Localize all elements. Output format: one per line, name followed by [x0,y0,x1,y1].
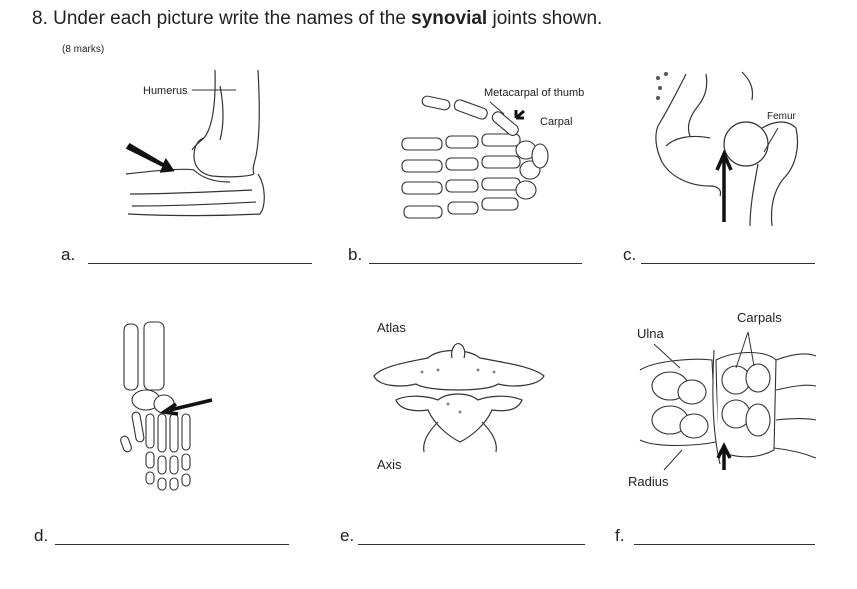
label-femur: Femur [767,111,796,122]
question-text-bold: synovial [411,8,488,29]
answer-line-b[interactable] [369,263,582,264]
ankle-joint-picture [112,318,222,494]
label-metacarpal-of-thumb: Metacarpal of thumb [484,87,585,99]
wrist-joint-picture [636,330,818,480]
letter-a: a. [61,245,76,264]
letter-c: c. [623,245,637,264]
marks-note: (8 marks) [62,44,105,55]
label-axis: Axis [377,457,402,472]
answer-line-c[interactable] [641,263,815,264]
question-text-before: Under each picture write the names of th… [53,8,406,29]
wrist-arrow [718,446,730,470]
label-carpal: Carpal [540,116,573,128]
question-text-after: joints shown. [492,8,603,29]
question-number: 8. [32,8,48,29]
elbow-joint-picture [120,66,270,226]
answer-line-a[interactable] [88,263,312,264]
letter-b: b. [348,245,363,264]
elbow-arrow [128,145,172,171]
label-atlas: Atlas [377,320,406,335]
question-heading: 8. Under each picture write the names of… [32,8,602,30]
ankle-arrow [164,400,212,414]
label-radius: Radius [628,474,669,489]
answer-line-d[interactable] [55,544,289,545]
label-carpals: Carpals [737,310,782,325]
letter-e: e. [340,526,355,545]
thumb-joint-picture [398,94,558,234]
letter-d: d. [34,526,49,545]
label-ulna: Ulna [637,326,664,341]
label-humerus: Humerus [143,85,188,97]
answer-line-f[interactable] [634,544,815,545]
carpal-arrow [516,110,524,118]
hip-joint-picture [650,66,810,232]
hip-arrow [717,154,731,222]
answer-line-e[interactable] [358,544,585,545]
atlas-axis-joint-picture [368,340,548,460]
letter-f: f. [615,526,625,545]
